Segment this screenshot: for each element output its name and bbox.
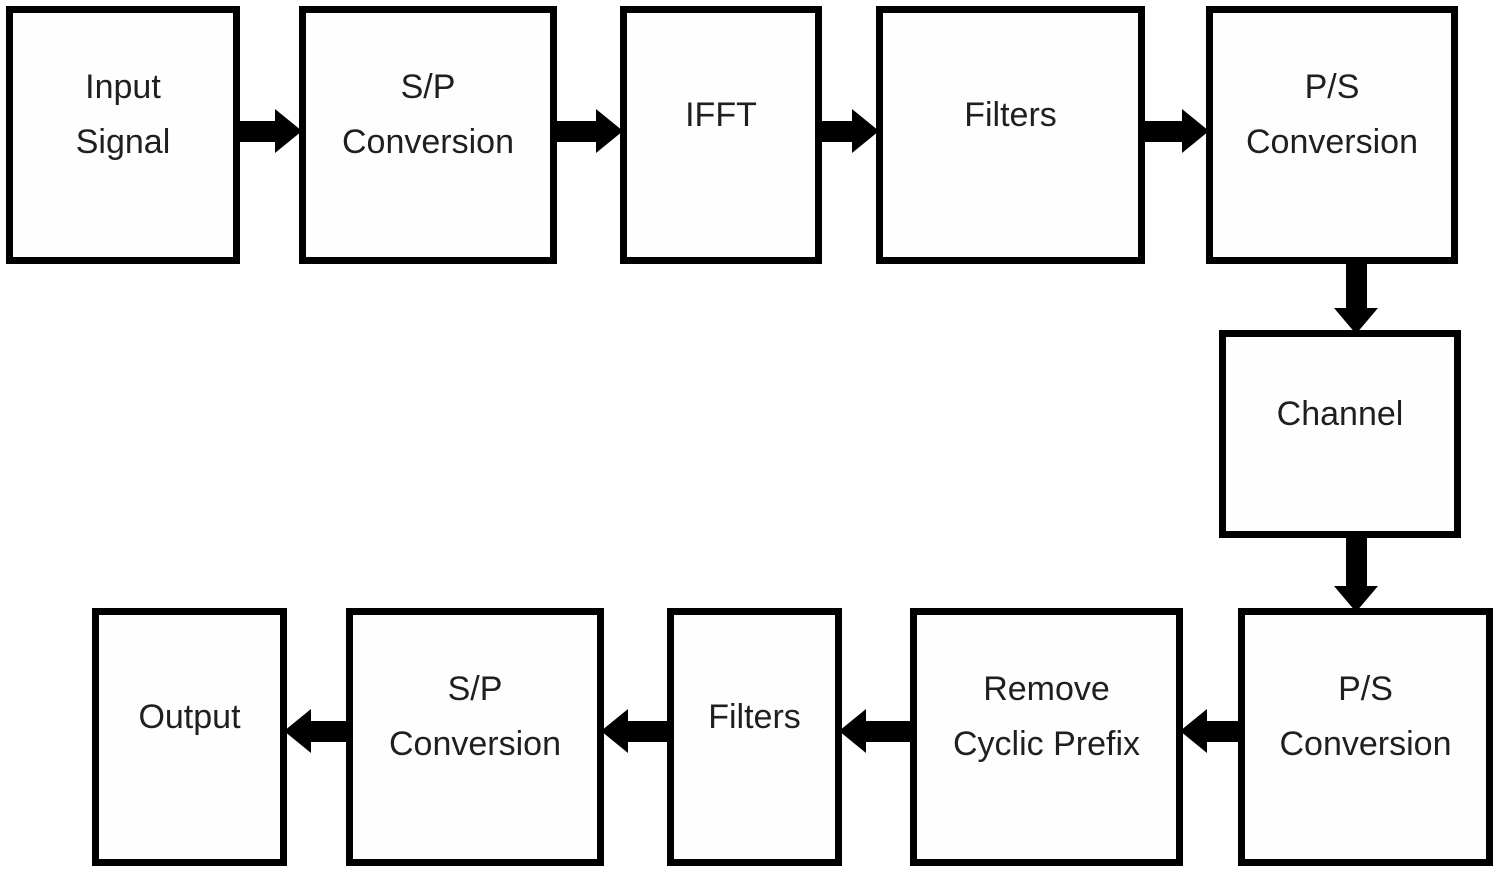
- node-output-label: Output: [138, 697, 241, 736]
- arrow-shaft: [866, 720, 913, 742]
- arrow-down-icon: [1334, 534, 1378, 612]
- node-filters-rx-label: Filters: [708, 697, 801, 736]
- arrow-down-icon: [1334, 260, 1378, 334]
- arrow-shaft: [311, 720, 349, 742]
- node-ps-conversion-rx: P/S Conversion: [1238, 608, 1493, 866]
- node-sp-conversion-rx-label: S/P Conversion: [389, 670, 561, 763]
- node-channel-label: Channel: [1276, 394, 1404, 433]
- node-sp-conversion-rx: S/P Conversion: [346, 608, 604, 866]
- arrow-head: [1334, 586, 1378, 612]
- arrow-head: [1334, 308, 1378, 334]
- node-remove-cyclic-prefix: Remove Cyclic Prefix: [910, 608, 1183, 866]
- node-channel: Channel: [1219, 330, 1461, 538]
- arrow-shaft: [1345, 534, 1367, 586]
- node-sp-conversion-tx: S/P Conversion: [299, 6, 557, 264]
- node-filters-tx-label: Filters: [964, 95, 1057, 134]
- arrow-head: [601, 709, 628, 753]
- arrow-shaft: [819, 120, 852, 142]
- arrow-shaft: [1207, 720, 1241, 742]
- arrow-head: [596, 109, 623, 153]
- node-input-signal-label: Input Signal: [75, 68, 171, 161]
- arrow-shaft: [553, 120, 596, 142]
- node-filters-rx: Filters: [667, 608, 842, 866]
- arrow-shaft: [237, 120, 275, 142]
- node-ps-conversion-tx-label: P/S Conversion: [1246, 68, 1418, 161]
- arrow-left-icon: [839, 709, 913, 753]
- arrow-shaft: [1345, 260, 1367, 308]
- node-sp-conversion-tx-label: S/P Conversion: [342, 68, 514, 161]
- arrow-right-icon: [819, 109, 879, 153]
- arrow-shaft: [628, 720, 670, 742]
- arrow-head: [275, 109, 302, 153]
- arrow-right-icon: [553, 109, 623, 153]
- arrow-left-icon: [601, 709, 670, 753]
- node-input-signal: Input Signal: [6, 6, 240, 264]
- node-ifft: IFFT: [620, 6, 822, 264]
- arrow-head: [852, 109, 879, 153]
- arrow-right-icon: [1142, 109, 1209, 153]
- arrow-head: [1180, 709, 1207, 753]
- arrow-head: [839, 709, 866, 753]
- node-filters-tx: Filters: [876, 6, 1145, 264]
- arrow-head: [284, 709, 311, 753]
- arrow-left-icon: [1180, 709, 1241, 753]
- arrow-right-icon: [237, 109, 302, 153]
- node-output: Output: [92, 608, 287, 866]
- node-ps-conversion-rx-label: P/S Conversion: [1279, 670, 1452, 763]
- node-ps-conversion-tx: P/S Conversion: [1206, 6, 1458, 264]
- arrow-head: [1182, 109, 1209, 153]
- node-remove-cyclic-prefix-label: Remove Cyclic Prefix: [952, 670, 1141, 763]
- arrow-shaft: [1142, 120, 1182, 142]
- node-ifft-label: IFFT: [685, 95, 757, 134]
- arrow-left-icon: [284, 709, 349, 753]
